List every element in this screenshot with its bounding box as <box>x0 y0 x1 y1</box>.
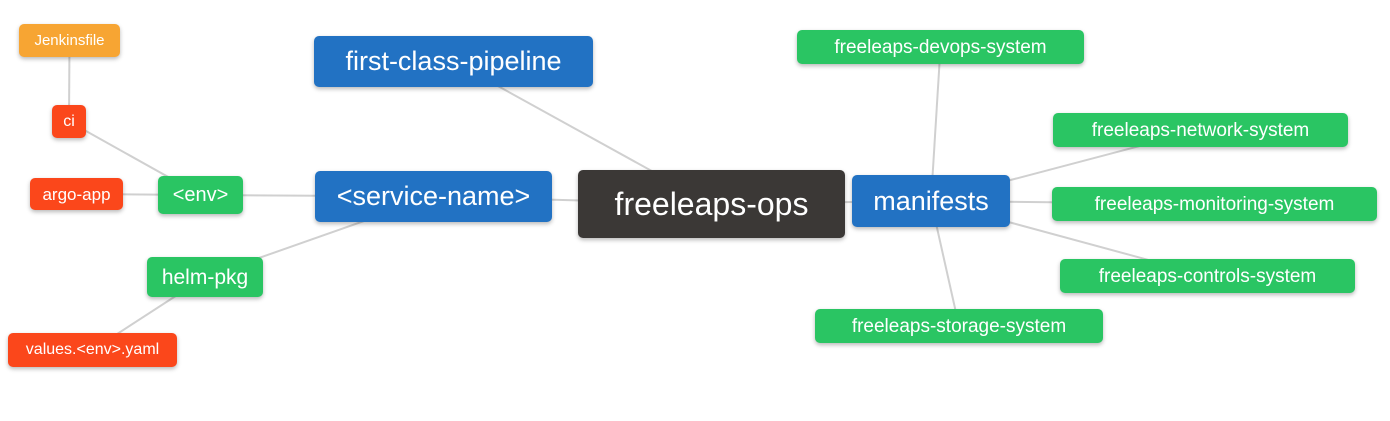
node-ci[interactable]: ci <box>52 105 86 138</box>
node-jenkinsfile[interactable]: Jenkinsfile <box>19 24 120 57</box>
node-label: freeleaps-network-system <box>1091 119 1310 141</box>
node-manifests[interactable]: manifests <box>852 175 1010 227</box>
node-freeleaps-devops-system[interactable]: freeleaps-devops-system <box>797 30 1084 64</box>
node-label: freeleaps-devops-system <box>834 36 1047 58</box>
node-label: <env> <box>172 184 229 206</box>
node-label: helm-pkg <box>161 265 249 289</box>
node-label: manifests <box>873 185 989 216</box>
node-helm-pkg[interactable]: helm-pkg <box>147 257 263 297</box>
node-first-class-pipeline[interactable]: first-class-pipeline <box>314 36 593 87</box>
node-label: first-class-pipeline <box>345 46 562 76</box>
node-freeleaps-network-system[interactable]: freeleaps-network-system <box>1053 113 1348 147</box>
node-service-name[interactable]: <service-name> <box>315 171 552 222</box>
node-label: freeleaps-controls-system <box>1098 265 1317 287</box>
node-label: values.<env>.yaml <box>25 341 160 358</box>
node-label: Jenkinsfile <box>34 32 105 49</box>
node-label: ci <box>63 112 75 130</box>
node-freeleaps-controls-system[interactable]: freeleaps-controls-system <box>1060 259 1355 293</box>
node-label: argo-app <box>42 184 111 204</box>
node-env[interactable]: <env> <box>158 176 243 214</box>
node-argo-app[interactable]: argo-app <box>30 178 123 210</box>
node-label: freeleaps-ops <box>614 186 809 222</box>
node-values-env-yaml[interactable]: values.<env>.yaml <box>8 333 177 367</box>
node-freeleaps-storage-system[interactable]: freeleaps-storage-system <box>815 309 1103 343</box>
node-freeleaps-monitoring-system[interactable]: freeleaps-monitoring-system <box>1052 187 1377 221</box>
node-freeleaps-ops[interactable]: freeleaps-ops <box>578 170 845 238</box>
node-label: freeleaps-storage-system <box>851 315 1067 337</box>
node-label: freeleaps-monitoring-system <box>1094 193 1335 215</box>
node-label: <service-name> <box>336 181 531 211</box>
